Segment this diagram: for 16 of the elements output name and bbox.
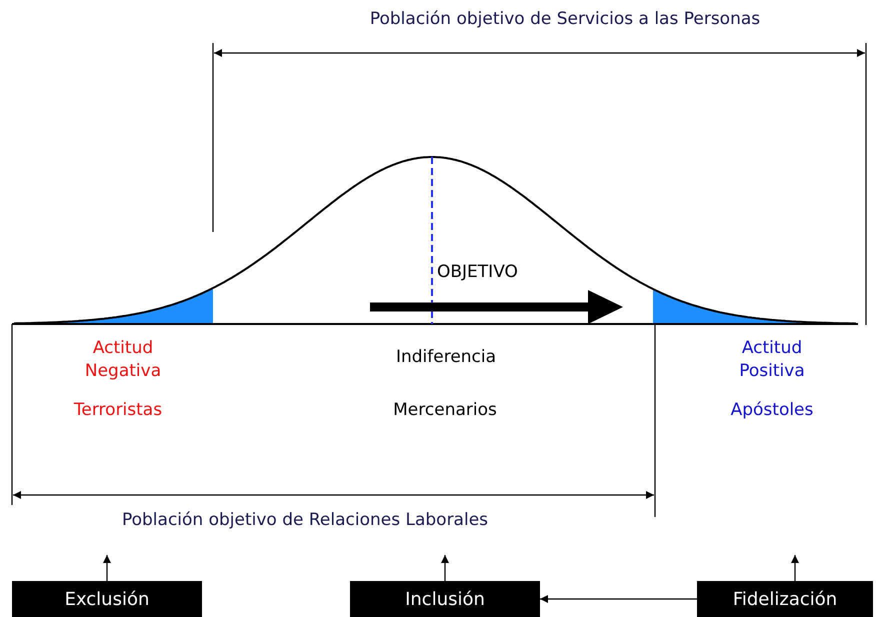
group-label: Mercenarios	[392, 399, 498, 422]
arrow	[540, 595, 697, 603]
category-label: Indiferencia	[394, 346, 498, 369]
arrow	[441, 555, 449, 581]
objective-label: OBJETIVO	[437, 261, 519, 284]
category-label: Actitud Negativa	[84, 337, 162, 383]
group-label: Terroristas	[72, 399, 164, 422]
heading-text: Población objetivo de Servicios a las Personas	[368, 8, 762, 31]
process-box: Exclusión	[12, 581, 202, 617]
process-box: Inclusión	[350, 581, 540, 617]
group-label: Apóstoles	[730, 399, 814, 422]
category-label: Actitud Positiva	[738, 337, 806, 383]
heading-text: Población objetivo de Relaciones Laborales	[120, 509, 490, 532]
process-box: Fidelización	[697, 581, 873, 617]
arrow	[791, 555, 799, 581]
arrow	[103, 555, 111, 581]
